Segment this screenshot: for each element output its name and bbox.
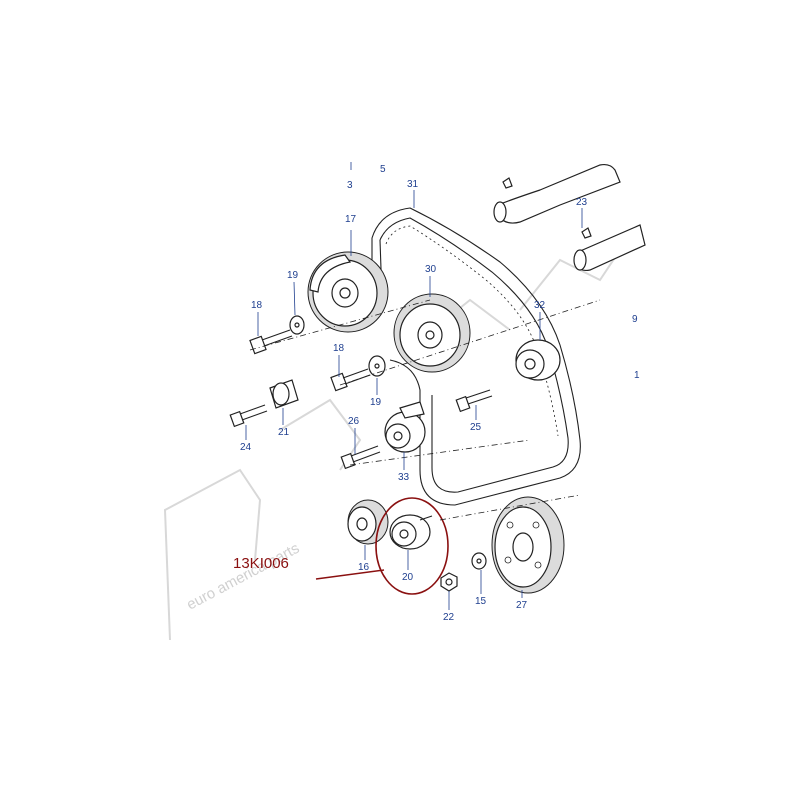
reference-code: 13KI006 [233,555,289,572]
callout-1: 1 [634,370,640,381]
callout-32: 32 [534,300,546,311]
crank-pulley-16 [347,499,389,545]
callout-18-upper: 18 [251,300,263,311]
callout-15: 15 [475,596,487,607]
callout-26: 26 [348,416,360,427]
callout-33: 33 [398,472,410,483]
bolt-18-lower [330,368,371,392]
camshaft-sprocket-17 [307,251,389,333]
callout-20: 20 [402,572,414,583]
callout-9: 9 [632,314,638,325]
crank-sprocket-27 [491,496,565,594]
camshafts [493,163,646,272]
bolt-24 [229,404,268,428]
guide-lines [249,299,601,521]
callout-5: 5 [380,164,386,175]
callout-30: 30 [425,264,437,275]
washer-19-lower [368,355,386,377]
callout-24: 24 [240,442,252,453]
tensioner-33 [384,401,426,453]
highlight-circle [375,497,449,595]
nut-22 [440,572,458,592]
callout-27: 27 [516,600,528,611]
spacer-21 [269,379,299,409]
washer-15 [471,552,487,570]
washer-19-upper [289,315,305,335]
callout-19-upper: 19 [287,270,299,281]
callout-labels: 3 5 31 17 19 18 30 32 9 23 18 19 21 24 2… [240,164,640,623]
callout-22: 22 [443,612,455,623]
reference-arrow [315,569,385,580]
leader-lines [245,162,583,610]
callout-31: 31 [407,179,419,190]
idler-pulley-20 [389,514,433,550]
callout-21: 21 [278,427,290,438]
bolt-18-upper [249,329,293,355]
callout-3: 3 [347,180,353,191]
callout-19-lower: 19 [370,397,382,408]
callout-18-lower: 18 [333,343,345,354]
watermark-text: euro america parts [184,540,302,614]
callout-17: 17 [345,214,357,225]
bolt-26 [340,445,381,470]
camshaft-sprocket-30 [393,293,471,373]
idler-pulley-32 [515,339,561,381]
bolt-25 [455,389,493,413]
callout-25: 25 [470,422,482,433]
callout-23: 23 [576,197,588,208]
callout-16: 16 [358,562,370,573]
